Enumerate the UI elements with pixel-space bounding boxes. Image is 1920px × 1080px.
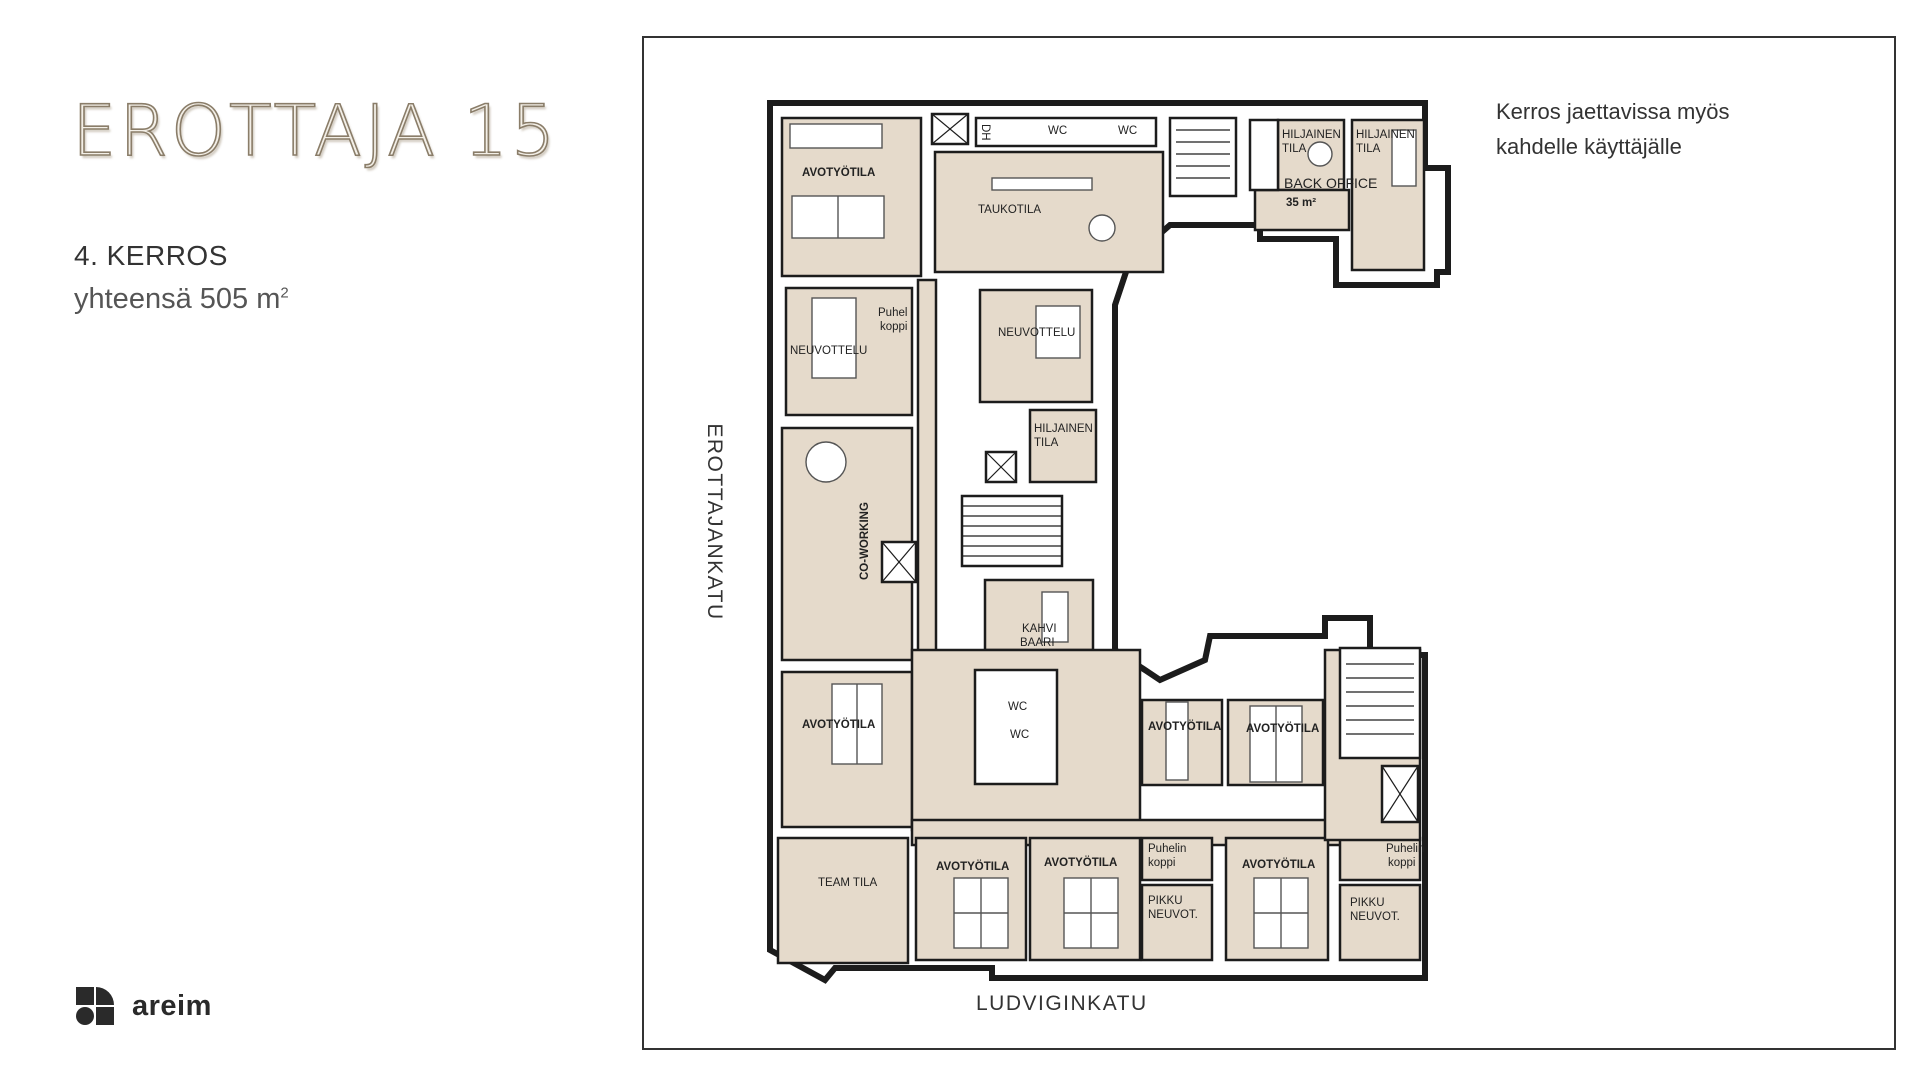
shaft-crosses	[881, 113, 1419, 823]
division-note-line-1: Kerros jaettavissa myös	[1496, 99, 1730, 124]
floor-area-text: yhteensä 505 m	[74, 283, 281, 315]
label-avotyotila-east-2: AVOTYÖTILA	[1246, 722, 1319, 735]
label-hiljainen-center-tila: TILA	[1034, 437, 1059, 449]
label-hiljainen-ne-2-tila: TILA	[1356, 143, 1381, 155]
label-avotyotila-west: AVOTYÖTILA	[802, 718, 875, 731]
label-hiljainen-ne-2: HILJAINEN	[1356, 129, 1415, 141]
label-back-office: BACK OFFICE	[1284, 175, 1377, 191]
room-back-office	[1253, 188, 1351, 232]
label-wc-north-2: WC	[1048, 125, 1067, 137]
label-wc-1: WC	[1008, 701, 1027, 713]
label-team-tila: TEAM TILA	[818, 877, 878, 889]
label-back-office-area: 35 m²	[1286, 197, 1316, 209]
areim-logo-icon	[76, 987, 114, 1025]
label-neuvottelu-center: NEUVOTTELU	[998, 327, 1075, 339]
stair-ne	[1168, 116, 1238, 198]
label-avotyotila-s3: AVOTYÖTILA	[1242, 858, 1315, 871]
division-note-line-2: kahdelle käyttäjälle	[1496, 134, 1682, 159]
room-kahvibaari	[983, 578, 1095, 652]
label-avotyotila-east-1: AVOTYÖTILA	[1148, 720, 1221, 733]
wc-block-center	[973, 668, 1059, 786]
label-co-working: CO-WORKING	[859, 502, 871, 580]
room-pikku-neuvot-s2	[1338, 883, 1422, 962]
label-puhelin-s1: Puhelin	[1148, 843, 1186, 855]
room-taukotila	[933, 150, 1165, 274]
label-neuvot-s1: NEUVOT.	[1148, 909, 1198, 921]
wc-block-ne	[1248, 118, 1280, 192]
label-neuvottelu-west: NEUVOTTELU	[790, 345, 867, 357]
label-wc-north: WC	[1118, 125, 1137, 137]
street-label-ludviginkatu: LUDVIGINKATU	[976, 992, 1148, 1015]
brand-logo: areim	[74, 985, 212, 1027]
stair-se	[1338, 646, 1422, 760]
label-puhelinkoppi-west-2: koppi	[880, 321, 908, 333]
info-panel: EROTTAJA 15 4. KERROS yhteensä 505 m2 ar…	[0, 0, 620, 1080]
room-hiljainen-ne-1	[1276, 118, 1346, 192]
label-hiljainen-center: HILJAINEN	[1034, 423, 1093, 435]
label-hiljainen-ne-1: HILJAINEN	[1282, 129, 1341, 141]
label-koppi-s2: koppi	[1388, 857, 1416, 869]
floor-area: yhteensä 505 m2	[74, 283, 289, 316]
stair-central	[960, 494, 1064, 568]
label-dh: DH	[979, 124, 991, 141]
brand-name: areim	[132, 989, 212, 1022]
wc-block-north	[974, 116, 1158, 148]
label-taukotila: TAUKOTILA	[978, 204, 1041, 216]
room-hiljainen-center	[1028, 408, 1098, 484]
label-puhelinkoppi-west: Puhel	[878, 307, 907, 319]
room-puhelinkoppi-s2	[1338, 836, 1422, 882]
label-neuvot-s2: NEUVOT.	[1350, 911, 1400, 923]
label-avotyotila-s1: AVOTYÖTILA	[936, 860, 1009, 873]
service-cores	[880, 112, 1422, 824]
round-tables	[805, 141, 1333, 483]
label-kahvi: KAHVI	[1022, 623, 1057, 635]
label-avotyotila-nw: AVOTYÖTILA	[802, 166, 875, 179]
floor-area-unit: 2	[280, 284, 289, 302]
room-puhelinkoppi-s1	[1140, 836, 1214, 882]
room-pikku-neuvot-s1	[1140, 883, 1214, 962]
room-team-tila	[776, 836, 910, 965]
stair-treads	[962, 129, 1414, 735]
label-koppi-s1: koppi	[1148, 857, 1176, 869]
label-baari: BAARI	[1020, 637, 1055, 649]
label-puhelin-s2: Puhelin	[1386, 843, 1424, 855]
label-pikku-s1: PIKKU	[1148, 895, 1183, 907]
label-avotyotila-s2: AVOTYÖTILA	[1044, 856, 1117, 869]
desks	[789, 123, 1417, 949]
label-wc-2: WC	[1010, 729, 1029, 741]
label-hiljainen-ne-1-tila: TILA	[1282, 143, 1307, 155]
floor-title: 4. KERROS	[74, 240, 228, 271]
floorplan-frame	[642, 36, 1896, 1050]
label-pikku-s2: PIKKU	[1350, 897, 1385, 909]
building-logo: EROTTAJA 15	[71, 89, 559, 173]
room-labels: AVOTYÖTILA TAUKOTILA NEUVOTTELU Puhel ko…	[790, 124, 1424, 923]
division-note: Kerros jaettavissa myös kahdelle käyttäj…	[1496, 94, 1730, 164]
